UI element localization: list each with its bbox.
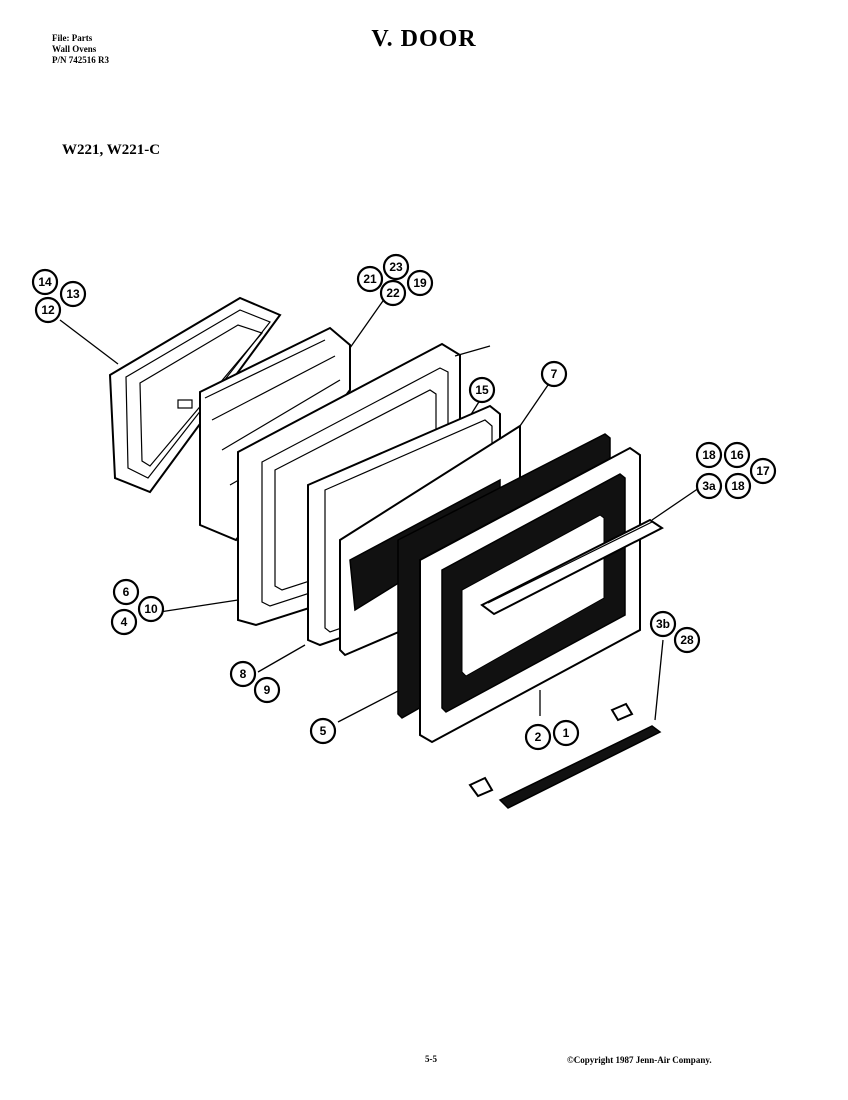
callout-3a: 3a bbox=[695, 472, 723, 500]
callout-2: 2 bbox=[524, 723, 552, 751]
callout-19: 19 bbox=[406, 269, 434, 297]
callout-8: 8 bbox=[229, 660, 257, 688]
door-handle bbox=[480, 518, 664, 616]
svg-text:3b: 3b bbox=[656, 617, 670, 631]
callout-28: 28 bbox=[673, 626, 701, 654]
svg-text:16: 16 bbox=[730, 448, 744, 462]
svg-text:18: 18 bbox=[702, 448, 716, 462]
category-label: Wall Ovens bbox=[52, 44, 97, 54]
callout-3b: 3b bbox=[649, 610, 677, 638]
callout-5: 5 bbox=[309, 717, 337, 745]
copyright-notice: ©Copyright 1987 Jenn-Air Company. bbox=[567, 1055, 712, 1065]
svg-text:3a: 3a bbox=[702, 479, 716, 493]
svg-text:23: 23 bbox=[389, 260, 403, 274]
callout-7: 7 bbox=[540, 360, 568, 388]
svg-text:17: 17 bbox=[756, 464, 770, 478]
svg-text:1: 1 bbox=[563, 726, 570, 740]
svg-text:7: 7 bbox=[551, 367, 558, 381]
bottom-trim-strip bbox=[468, 702, 662, 809]
callout-16: 16 bbox=[723, 441, 751, 469]
svg-text:19: 19 bbox=[413, 276, 427, 290]
svg-text:14: 14 bbox=[38, 275, 52, 289]
svg-text:6: 6 bbox=[123, 585, 130, 599]
svg-text:22: 22 bbox=[386, 286, 400, 300]
svg-text:8: 8 bbox=[240, 667, 247, 681]
svg-text:28: 28 bbox=[680, 633, 694, 647]
svg-text:9: 9 bbox=[264, 683, 271, 697]
callout-23: 23 bbox=[382, 253, 410, 281]
callout-1: 1 bbox=[552, 719, 580, 747]
svg-text:4: 4 bbox=[121, 615, 128, 629]
callout-15: 15 bbox=[468, 376, 496, 404]
svg-text:10: 10 bbox=[144, 602, 158, 616]
file-label: File: Parts bbox=[52, 33, 93, 43]
svg-text:21: 21 bbox=[363, 272, 377, 286]
callout-17: 17 bbox=[749, 457, 777, 485]
svg-text:12: 12 bbox=[41, 303, 55, 317]
svg-text:15: 15 bbox=[475, 383, 489, 397]
callout-13: 13 bbox=[59, 280, 87, 308]
page-number: 5-5 bbox=[425, 1054, 437, 1064]
model-label: W221, W221-C bbox=[62, 142, 161, 158]
svg-text:5: 5 bbox=[320, 724, 327, 738]
callout-12: 12 bbox=[34, 296, 62, 324]
callout-21: 21 bbox=[356, 265, 384, 293]
callout-9: 9 bbox=[253, 676, 281, 704]
svg-text:18: 18 bbox=[731, 479, 745, 493]
callout-22: 22 bbox=[379, 279, 407, 307]
callout-14: 14 bbox=[31, 268, 59, 296]
callout-6: 6 bbox=[112, 578, 140, 606]
svg-text:13: 13 bbox=[66, 287, 80, 301]
page-title: V. DOOR bbox=[371, 26, 477, 52]
callout-4: 4 bbox=[110, 608, 138, 636]
callout-18-upper: 18 bbox=[695, 441, 723, 469]
callouts: 14 13 12 21 23 19 22 15 7 18 16 17 3a 18… bbox=[31, 253, 777, 751]
callout-18-lower: 18 bbox=[724, 472, 752, 500]
svg-text:2: 2 bbox=[535, 730, 542, 744]
leader-lines bbox=[59, 297, 700, 723]
part-number-label: P/N 742516 R3 bbox=[52, 55, 109, 65]
callout-10: 10 bbox=[137, 595, 165, 623]
